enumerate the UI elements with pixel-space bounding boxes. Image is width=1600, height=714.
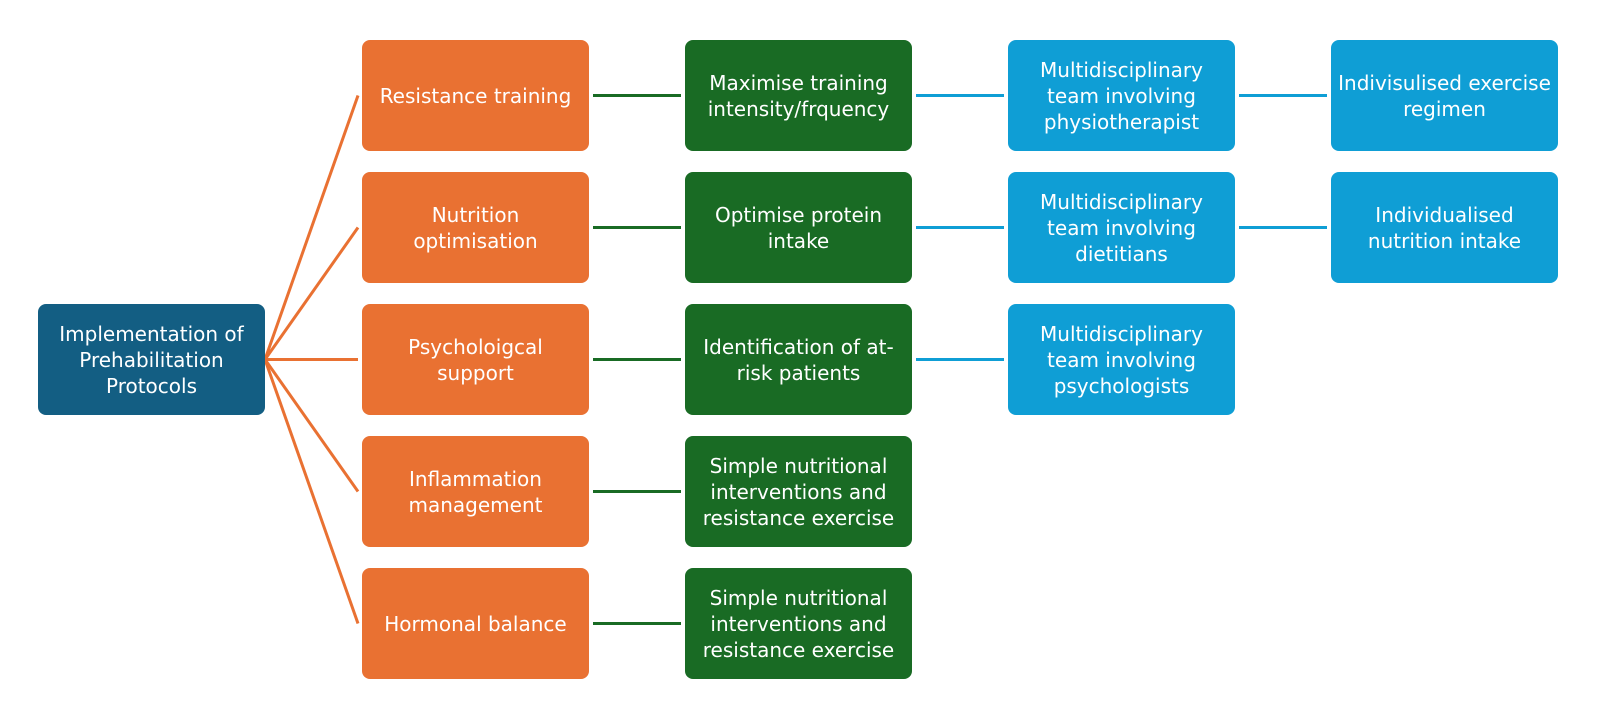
team-psychologists: Multidisciplinary team involving psychol…: [1008, 304, 1235, 415]
pillar-hormonal-balance: Hormonal balance: [362, 568, 589, 679]
root-to-pillar-connector-1: [263, 226, 360, 361]
root-to-pillar-connector-0: [263, 95, 360, 360]
action-maximise-training: Maximise training intensity/frquency: [685, 40, 912, 151]
outcome-nutrition-intake: Individualised nutrition intake: [1331, 172, 1558, 283]
pillar-nutrition-optimisation: Nutrition optimisation: [362, 172, 589, 283]
pillar-resistance-training: Resistance training: [362, 40, 589, 151]
action-nutrition-exercise-1: Simple nutritional interventions and res…: [685, 436, 912, 547]
action-optimise-protein: Optimise protein intake: [685, 172, 912, 283]
root-to-pillar-connector-3: [263, 358, 360, 493]
row-connectors: [593, 94, 1327, 625]
root-node: Implementation of Prehabilitation Protoc…: [38, 304, 265, 415]
team-physiotherapist: Multidisciplinary team involving physiot…: [1008, 40, 1235, 151]
action-identify-at-risk: Identification of at- risk patients: [685, 304, 912, 415]
pillar-psychological-support: Psycholoigcal support: [362, 304, 589, 415]
action-nutrition-exercise-2: Simple nutritional interventions and res…: [685, 568, 912, 679]
pillar-inflammation-management: Inflammation management: [362, 436, 589, 547]
team-dietitians: Multidisciplinary team involving dietiti…: [1008, 172, 1235, 283]
root-to-pillar-connector-4: [263, 359, 360, 624]
outcome-exercise-regimen: Indivisulised exercise regimen: [1331, 40, 1558, 151]
root-connectors: [263, 95, 360, 624]
